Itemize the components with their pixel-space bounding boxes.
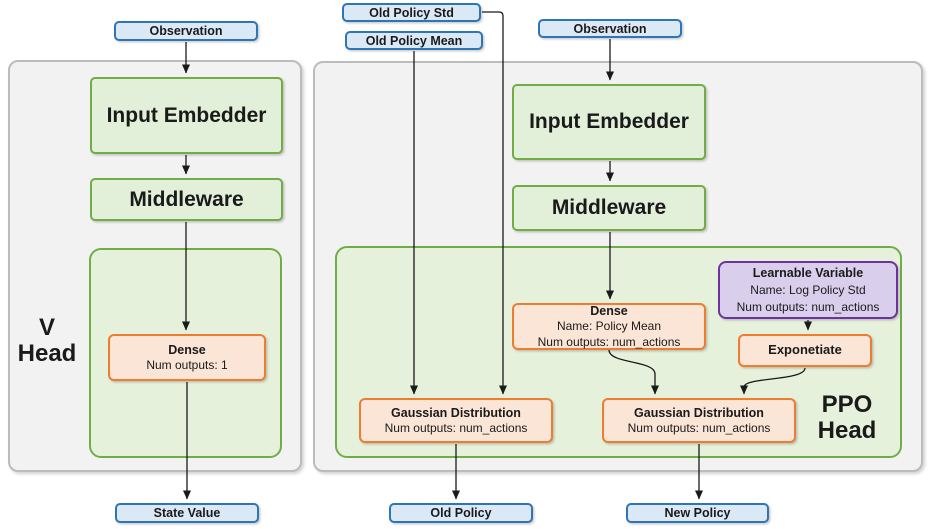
node-line: Name: Log Policy Std xyxy=(750,282,866,297)
ppo-head-title-line1: PPO xyxy=(821,391,873,418)
node-ppo-input-embedder: Input Embedder xyxy=(512,84,706,160)
ppo-head-title-line2: Head xyxy=(817,416,877,444)
node-old-policy: Old Policy xyxy=(389,503,533,523)
node-line: Num outputs: num_actions xyxy=(384,420,528,435)
node-line: Num outputs: num_actions xyxy=(627,420,771,435)
node-state-value: State Value xyxy=(115,503,259,523)
node-line: Num outputs: 1 xyxy=(146,357,228,372)
ppo-head-title: PPO Head xyxy=(799,392,895,444)
node-line: Name: Policy Mean xyxy=(556,319,662,334)
node-gaussian-distribution-new: Gaussian Distribution Num outputs: num_a… xyxy=(602,398,796,443)
node-ppo-dense: Dense Name: Policy Mean Num outputs: num… xyxy=(512,303,706,350)
node-new-policy: New Policy xyxy=(626,503,769,523)
node-line: Num outputs: num_actions xyxy=(537,334,681,349)
node-v-input-embedder: Input Embedder xyxy=(90,77,283,154)
node-old-policy-std: Old Policy Std xyxy=(342,3,481,22)
v-head-title-line1: V xyxy=(38,314,55,341)
node-label: Middleware xyxy=(129,187,244,211)
node-label: Old Policy Std xyxy=(369,5,454,20)
node-title: Learnable Variable xyxy=(752,265,864,280)
node-gaussian-distribution-old: Gaussian Distribution Num outputs: num_a… xyxy=(359,398,553,443)
node-label: Old Policy xyxy=(430,506,492,520)
node-ppo-observation: Observation xyxy=(538,19,682,38)
node-label: Observation xyxy=(149,24,223,38)
node-line: Num outputs: num_actions xyxy=(736,300,880,315)
node-title: Dense xyxy=(590,303,628,318)
node-exponetiate: Exponetiate xyxy=(738,334,872,367)
node-label: Input Embedder xyxy=(106,103,267,127)
node-title: Gaussian Distribution xyxy=(391,405,521,420)
node-label: Exponetiate xyxy=(768,342,842,358)
node-label: New Policy xyxy=(664,506,731,520)
node-label: Input Embedder xyxy=(529,110,689,133)
v-head-title: V Head xyxy=(10,315,84,367)
node-v-observation: Observation xyxy=(114,21,258,41)
node-v-middleware: Middleware xyxy=(90,178,283,221)
v-head-title-line2: Head xyxy=(17,339,77,367)
node-old-policy-mean: Old Policy Mean xyxy=(345,31,483,50)
node-label: Observation xyxy=(573,21,647,36)
node-v-dense: Dense Num outputs: 1 xyxy=(108,334,266,381)
node-label: Middleware xyxy=(551,196,667,219)
node-ppo-middleware: Middleware xyxy=(512,185,706,231)
node-title: Gaussian Distribution xyxy=(634,405,764,420)
node-label: State Value xyxy=(153,506,221,520)
node-label: Old Policy Mean xyxy=(365,33,463,48)
node-title: Dense xyxy=(168,342,206,357)
node-learnable-variable: Learnable Variable Name: Log Policy Std … xyxy=(718,261,898,319)
